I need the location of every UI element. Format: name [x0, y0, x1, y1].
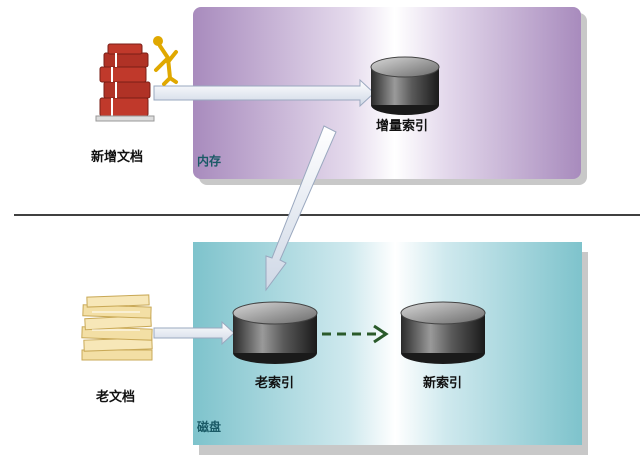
incremental-index-cylinder-icon: [370, 56, 440, 115]
old-index-cylinder-icon: [232, 301, 318, 364]
arrow-new-docs-to-incremental: [153, 78, 375, 108]
old-docs-label: 老文档: [96, 390, 136, 405]
new-index-cylinder-icon: [400, 301, 486, 364]
arrow-incremental-to-old-index: [265, 125, 337, 292]
memory-label: 内存: [197, 154, 222, 168]
golden-figure-icon: [153, 36, 178, 86]
red-binders-icon: [95, 43, 155, 122]
arrow-old-docs-to-old-index: [153, 320, 235, 346]
arrow-old-to-new-index: [322, 324, 389, 344]
new-index-label: 新索引: [423, 376, 463, 391]
paper-stack-icon: [81, 294, 153, 361]
old-index-label: 老索引: [255, 376, 295, 391]
incremental-index-label: 增量索引: [376, 119, 429, 134]
new-docs-label: 新增文档: [91, 150, 144, 165]
disk-label: 磁盘: [197, 420, 222, 434]
